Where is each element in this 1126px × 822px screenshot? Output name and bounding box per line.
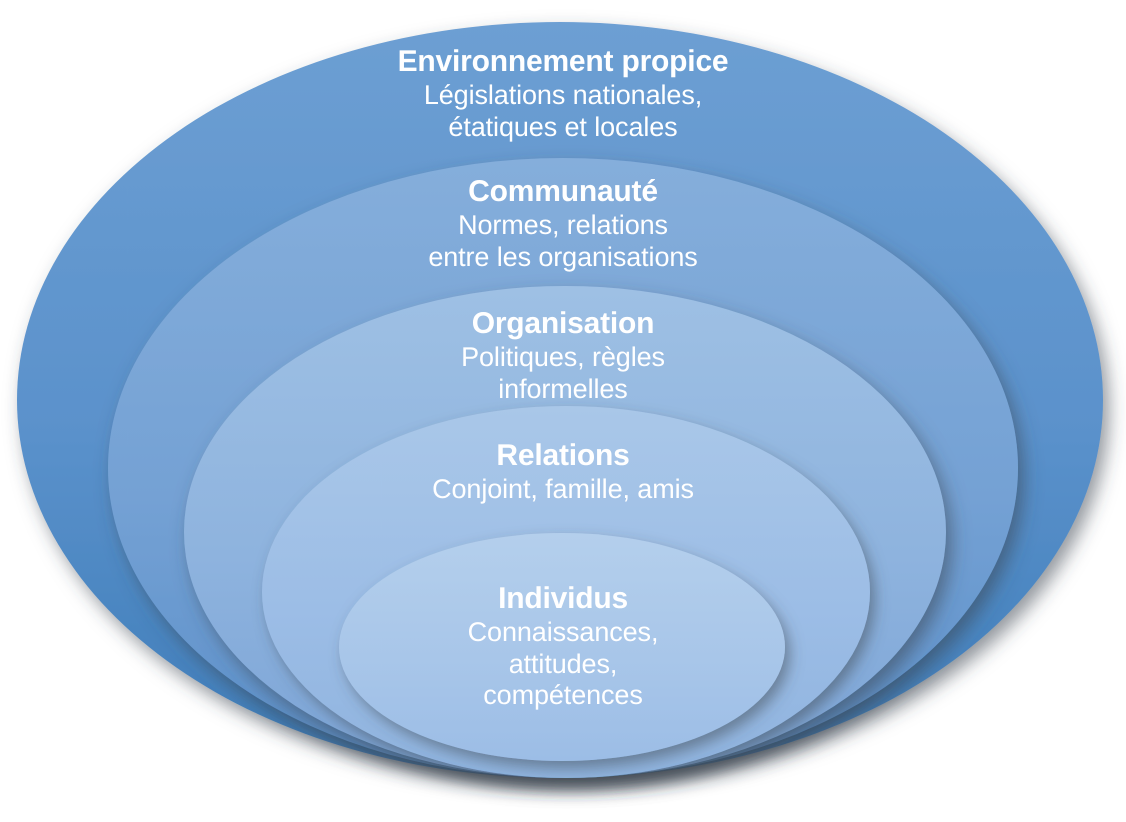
layer-label-communaute: Communauté Normes, relations entre les o…	[313, 174, 813, 273]
layer-description-relations: Conjoint, famille, amis	[343, 474, 783, 506]
layer-label-organisation: Organisation Politiques, règles informel…	[333, 306, 793, 405]
layer-title-individus: Individus	[498, 582, 628, 615]
layer-title-environnement: Environnement propice	[397, 45, 729, 78]
layer-description-line: attitudes,	[508, 648, 618, 679]
layer-description-line: Législations nationales,	[423, 80, 703, 111]
layer-label-relations: Relations Conjoint, famille, amis	[343, 438, 783, 506]
layer-description-environnement: Législations nationales, étatiques et lo…	[283, 80, 843, 143]
layer-title-communaute: Communauté	[468, 175, 658, 208]
ellipse-layer-individus	[339, 533, 785, 761]
layer-description-organisation: Politiques, règles informelles	[333, 342, 793, 405]
layer-description-line: Connaissances,	[467, 617, 659, 648]
layer-label-environnement: Environnement propice Législations natio…	[283, 44, 843, 143]
layer-label-individus: Individus Connaissances, attitudes, comp…	[383, 581, 743, 712]
layer-description-line: étatiques et locales	[448, 111, 678, 142]
layer-description-line: Conjoint, famille, amis	[432, 474, 694, 505]
layer-description-line: Politiques, règles	[461, 342, 665, 373]
layer-title-organisation: Organisation	[471, 307, 655, 340]
layer-description-communaute: Normes, relations entre les organisation…	[313, 210, 813, 273]
layer-description-line: compétences	[483, 680, 643, 711]
layer-description-line: entre les organisations	[428, 241, 698, 272]
layer-description-line: informelles	[498, 373, 628, 404]
layer-title-relations: Relations	[496, 439, 630, 472]
layer-description-line: Normes, relations	[458, 210, 668, 241]
layer-description-individus: Connaissances, attitudes, compétences	[383, 617, 743, 712]
